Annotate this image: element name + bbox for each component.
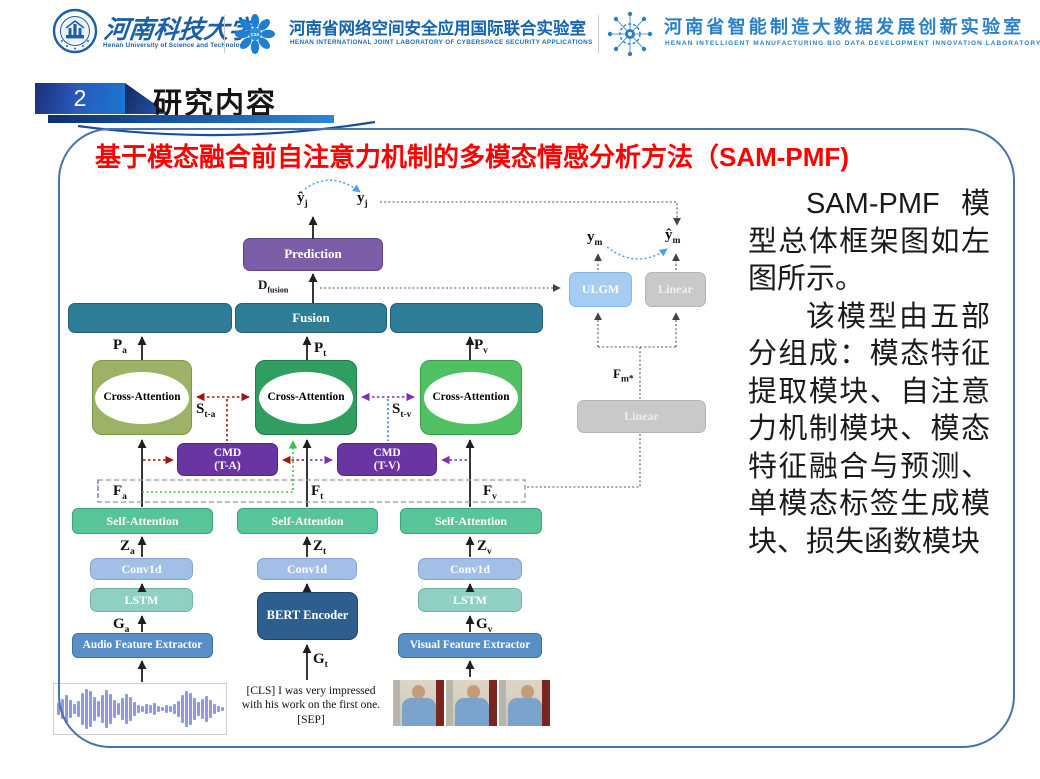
slide-title: 基于模态融合前自注意力机制的多模态情感分析方法（SAM-PMF) bbox=[95, 142, 849, 172]
label-zv: Zv bbox=[477, 538, 492, 557]
slide-description: SAM-PMF模型总体框架图如左图所示。 该模型由五部分组成：模态特征提取模块、… bbox=[748, 186, 990, 561]
lstm-visual-box: LSTM bbox=[418, 588, 522, 612]
lstm-audio-box: LSTM bbox=[90, 588, 193, 612]
prediction-box: Prediction bbox=[243, 238, 383, 271]
cmd-tv-line1: CMD bbox=[373, 447, 401, 460]
conv1d-text-box: Conv1d bbox=[257, 558, 357, 580]
label-ga: Ga bbox=[113, 616, 130, 635]
cmd-ta-box: CMD (T-A) bbox=[177, 443, 278, 476]
text-input-sample: [CLS] I was very impressed with his work… bbox=[233, 684, 389, 727]
cross-attention-visual-label: Cross-Attention bbox=[424, 371, 518, 424]
label-st-v: St-v bbox=[392, 401, 412, 420]
text-input-line3: [SEP] bbox=[297, 713, 325, 726]
lab2-name-en: HENAN INTELLIGENT MANUFACTURING BIG DATA… bbox=[665, 40, 1040, 47]
lab1-name-cn: 河南省网络空间安全应用国际联合实验室 bbox=[289, 20, 586, 38]
label-ft: Ft bbox=[311, 483, 324, 502]
label-fv: Fv bbox=[483, 483, 497, 502]
fusion-box-left bbox=[68, 303, 232, 333]
cmd-ta-line2: (T-A) bbox=[214, 459, 241, 472]
label-st-a: St-a bbox=[196, 401, 216, 420]
bert-encoder-box: BERT Encoder bbox=[257, 592, 358, 640]
label-yj-hat: ŷj bbox=[297, 190, 308, 209]
cmd-ta-line1: CMD bbox=[213, 447, 242, 460]
gear-network-logo-icon bbox=[607, 11, 653, 57]
cross-attention-text-label: Cross-Attention bbox=[259, 371, 353, 424]
self-attention-visual-box: Self-Attention bbox=[400, 508, 542, 534]
fusion-box-right bbox=[390, 303, 543, 333]
label-za: Za bbox=[120, 538, 135, 557]
video-frame-1 bbox=[393, 680, 444, 726]
csa-flower-logo-icon: CSA bbox=[235, 14, 275, 54]
text-input-line2: with his work on the first one. bbox=[241, 699, 381, 712]
self-attention-audio-box: Self-Attention bbox=[72, 508, 213, 534]
self-attention-text-box: Self-Attention bbox=[237, 508, 378, 534]
section-underline-bar bbox=[48, 115, 334, 123]
video-frames-image bbox=[393, 680, 553, 726]
label-fa: Fa bbox=[113, 483, 127, 502]
label-gv: Gv bbox=[476, 616, 493, 635]
visual-feature-extractor-box: Visual Feature Extractor bbox=[398, 633, 542, 658]
cmd-tv-line2: (T-V) bbox=[373, 459, 401, 472]
lab1-name-en: HENAN INTERNATIONAL JOINT LABORATORY OF … bbox=[290, 39, 593, 46]
label-fm-star: Fm* bbox=[613, 366, 634, 385]
label-yj: yj bbox=[357, 190, 368, 209]
ulgm-box: ULGM bbox=[569, 272, 632, 307]
conv1d-visual-box: Conv1d bbox=[418, 558, 522, 580]
description-paragraph-2: 该模型由五部分组成：模态特征提取模块、自注意力机制模块、模态特征融合与预测、单模… bbox=[748, 300, 990, 558]
label-d-fusion: Dfusion bbox=[258, 277, 289, 295]
label-zt: Zt bbox=[313, 538, 327, 557]
svg-text:CSA: CSA bbox=[251, 32, 260, 37]
header-divider-1 bbox=[224, 15, 225, 53]
cmd-tv-box: CMD (T-V) bbox=[337, 443, 437, 476]
fusion-box: Fusion bbox=[235, 303, 387, 333]
audio-feature-extractor-box: Audio Feature Extractor bbox=[72, 633, 213, 658]
label-gt: Gt bbox=[313, 651, 328, 670]
description-paragraph-1: SAM-PMF模型总体框架图如左图所示。 bbox=[748, 188, 990, 295]
video-frame-2 bbox=[446, 680, 497, 726]
section-title: 研究内容 bbox=[153, 88, 278, 120]
header-divider-2 bbox=[598, 15, 599, 53]
label-ym: ym bbox=[587, 229, 603, 248]
lab2-name-cn: 河南省智能制造大数据发展创新实验室 bbox=[664, 17, 1025, 37]
video-frame-3 bbox=[499, 680, 550, 726]
linear-big-box: Linear bbox=[577, 400, 706, 433]
section-swoosh-line bbox=[77, 120, 376, 137]
label-ym-hat: ŷm bbox=[665, 227, 681, 246]
section-number-badge: 2 bbox=[35, 83, 125, 114]
university-name-en: Henan University of Science and Technolo… bbox=[103, 42, 248, 49]
cross-attention-text-box: Cross-Attention bbox=[255, 360, 357, 435]
label-pa: Pa bbox=[113, 337, 127, 356]
label-pv: Pv bbox=[474, 337, 488, 356]
label-pt: Pt bbox=[314, 340, 327, 359]
audio-waveform-image bbox=[53, 683, 227, 735]
university-seal-icon bbox=[52, 8, 98, 54]
conv1d-audio-box: Conv1d bbox=[90, 558, 193, 580]
cross-attention-audio-box: Cross-Attention bbox=[92, 360, 192, 435]
text-input-line1: [CLS] I was very impressed bbox=[246, 685, 376, 697]
cross-attention-audio-label: Cross-Attention bbox=[95, 371, 189, 424]
header: 河南科技大学 Henan University of Science and T… bbox=[0, 0, 1040, 70]
linear-small-box: Linear bbox=[645, 272, 706, 307]
cross-attention-visual-box: Cross-Attention bbox=[420, 360, 522, 435]
